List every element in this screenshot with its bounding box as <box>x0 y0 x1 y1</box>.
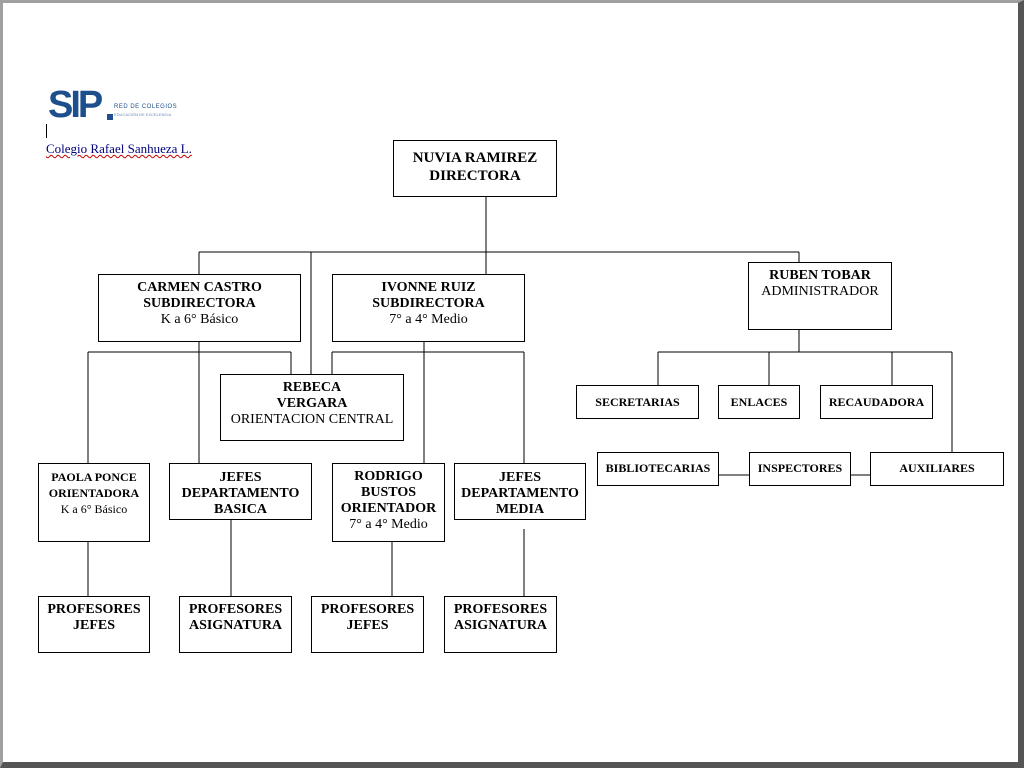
rodrigo-line3: ORIENTADOR <box>340 501 437 516</box>
prof-asig-1-line2: ASIGNATURA <box>188 618 283 633</box>
node-jefes-departamento-media: JEFES DEPARTAMENTO MEDIA <box>454 463 586 520</box>
director-name: NUVIA RAMIREZ <box>412 150 538 166</box>
prof-asig-1-line1: PROFESORES <box>188 602 283 617</box>
node-profesores-asignatura-media: PROFESORES ASIGNATURA <box>444 596 557 653</box>
jefes-media-line2: DEPARTAMENTO <box>461 486 579 501</box>
rodrigo-scope: 7° a 4° Medio <box>349 517 428 532</box>
carmen-name: CARMEN CASTRO <box>137 280 262 295</box>
rodrigo-line2: BUSTOS <box>361 485 416 500</box>
node-profesores-asignatura-basica: PROFESORES ASIGNATURA <box>179 596 292 653</box>
node-paola-ponce: PAOLA PONCE ORIENTADORA K a 6° Básico <box>38 463 150 542</box>
prof-jefes-2-line2: JEFES <box>346 618 389 633</box>
prof-asig-2-line1: PROFESORES <box>453 602 548 617</box>
node-inspectores: INSPECTORES <box>749 452 851 486</box>
node-rodrigo-bustos: RODRIGO BUSTOS ORIENTADOR 7° a 4° Medio <box>332 463 445 542</box>
node-director: NUVIA RAMIREZ DIRECTORA <box>393 140 557 197</box>
node-ivonne-ruiz: IVONNE RUIZ SUBDIRECTORA 7° a 4° Medio <box>332 274 525 342</box>
enlaces-label: ENLACES <box>730 395 788 409</box>
secretarias-label: SECRETARIAS <box>595 395 680 409</box>
node-profesores-jefes-media: PROFESORES JEFES <box>311 596 424 653</box>
node-rebeca-vergara: REBECA VERGARA ORIENTACION CENTRAL <box>220 374 404 441</box>
ruben-role: ADMINISTRADOR <box>761 284 879 299</box>
node-ruben-tobar: RUBEN TOBAR ADMINISTRADOR <box>748 262 892 330</box>
prof-jefes-1-line1: PROFESORES <box>47 602 141 617</box>
carmen-role: SUBDIRECTORA <box>143 296 256 311</box>
node-auxiliares: AUXILIARES <box>870 452 1004 486</box>
carmen-scope: K a 6° Básico <box>160 312 239 327</box>
ivonne-role: SUBDIRECTORA <box>372 296 485 311</box>
paola-scope: K a 6° Básico <box>60 502 128 516</box>
logo-dot <box>107 114 113 120</box>
director-role: DIRECTORA <box>429 168 521 184</box>
node-enlaces: ENLACES <box>718 385 800 419</box>
paola-line1: PAOLA PONCE <box>51 470 137 484</box>
prof-jefes-2-line1: PROFESORES <box>320 602 415 617</box>
ruben-name: RUBEN TOBAR <box>769 268 871 283</box>
node-recaudadora: RECAUDADORA <box>820 385 933 419</box>
school-name: Colegio Rafael Sanhueza L. <box>46 141 192 156</box>
logo-subtagline: EDUCACIÓN DE EXCELENCIA <box>114 112 172 117</box>
jefes-basica-line3: BASICA <box>214 502 267 517</box>
logo-tagline: RED DE COLEGIOS <box>114 104 178 110</box>
bibliotecarias-label: BIBLIOTECARIAS <box>605 461 711 475</box>
prof-jefes-1-line2: JEFES <box>72 618 115 633</box>
prof-asig-2-line2: ASIGNATURA <box>453 618 548 633</box>
ivonne-name: IVONNE RUIZ <box>381 280 476 295</box>
jefes-basica-line2: DEPARTAMENTO <box>181 486 300 501</box>
rodrigo-line1: RODRIGO <box>354 469 423 484</box>
auxiliares-label: AUXILIARES <box>899 461 975 475</box>
rebeca-role: ORIENTACION CENTRAL <box>230 412 394 427</box>
recaudadora-label: RECAUDADORA <box>828 395 925 409</box>
node-jefes-departamento-basica: JEFES DEPARTAMENTO BASICA <box>169 463 312 520</box>
rebeca-line2: VERGARA <box>276 396 348 411</box>
sip-logo: SIP RED DE COLEGIOS EDUCACIÓN DE EXCELEN… <box>48 74 177 134</box>
node-profesores-jefes-basica: PROFESORES JEFES <box>38 596 150 653</box>
node-carmen-castro: CARMEN CASTRO SUBDIRECTORA K a 6° Básico <box>98 274 301 342</box>
jefes-basica-line1: JEFES <box>219 470 262 485</box>
node-secretarias: SECRETARIAS <box>576 385 699 419</box>
text-cursor <box>46 124 47 138</box>
rebeca-line1: REBECA <box>282 380 342 395</box>
ivonne-scope: 7° a 4° Medio <box>389 312 468 327</box>
logo-brand: SIP <box>48 84 103 126</box>
paola-line2: ORIENTADORA <box>48 486 140 500</box>
node-bibliotecarias: BIBLIOTECARIAS <box>597 452 719 486</box>
jefes-media-line3: MEDIA <box>495 502 545 517</box>
jefes-media-line1: JEFES <box>498 470 541 485</box>
inspectores-label: INSPECTORES <box>757 461 843 475</box>
